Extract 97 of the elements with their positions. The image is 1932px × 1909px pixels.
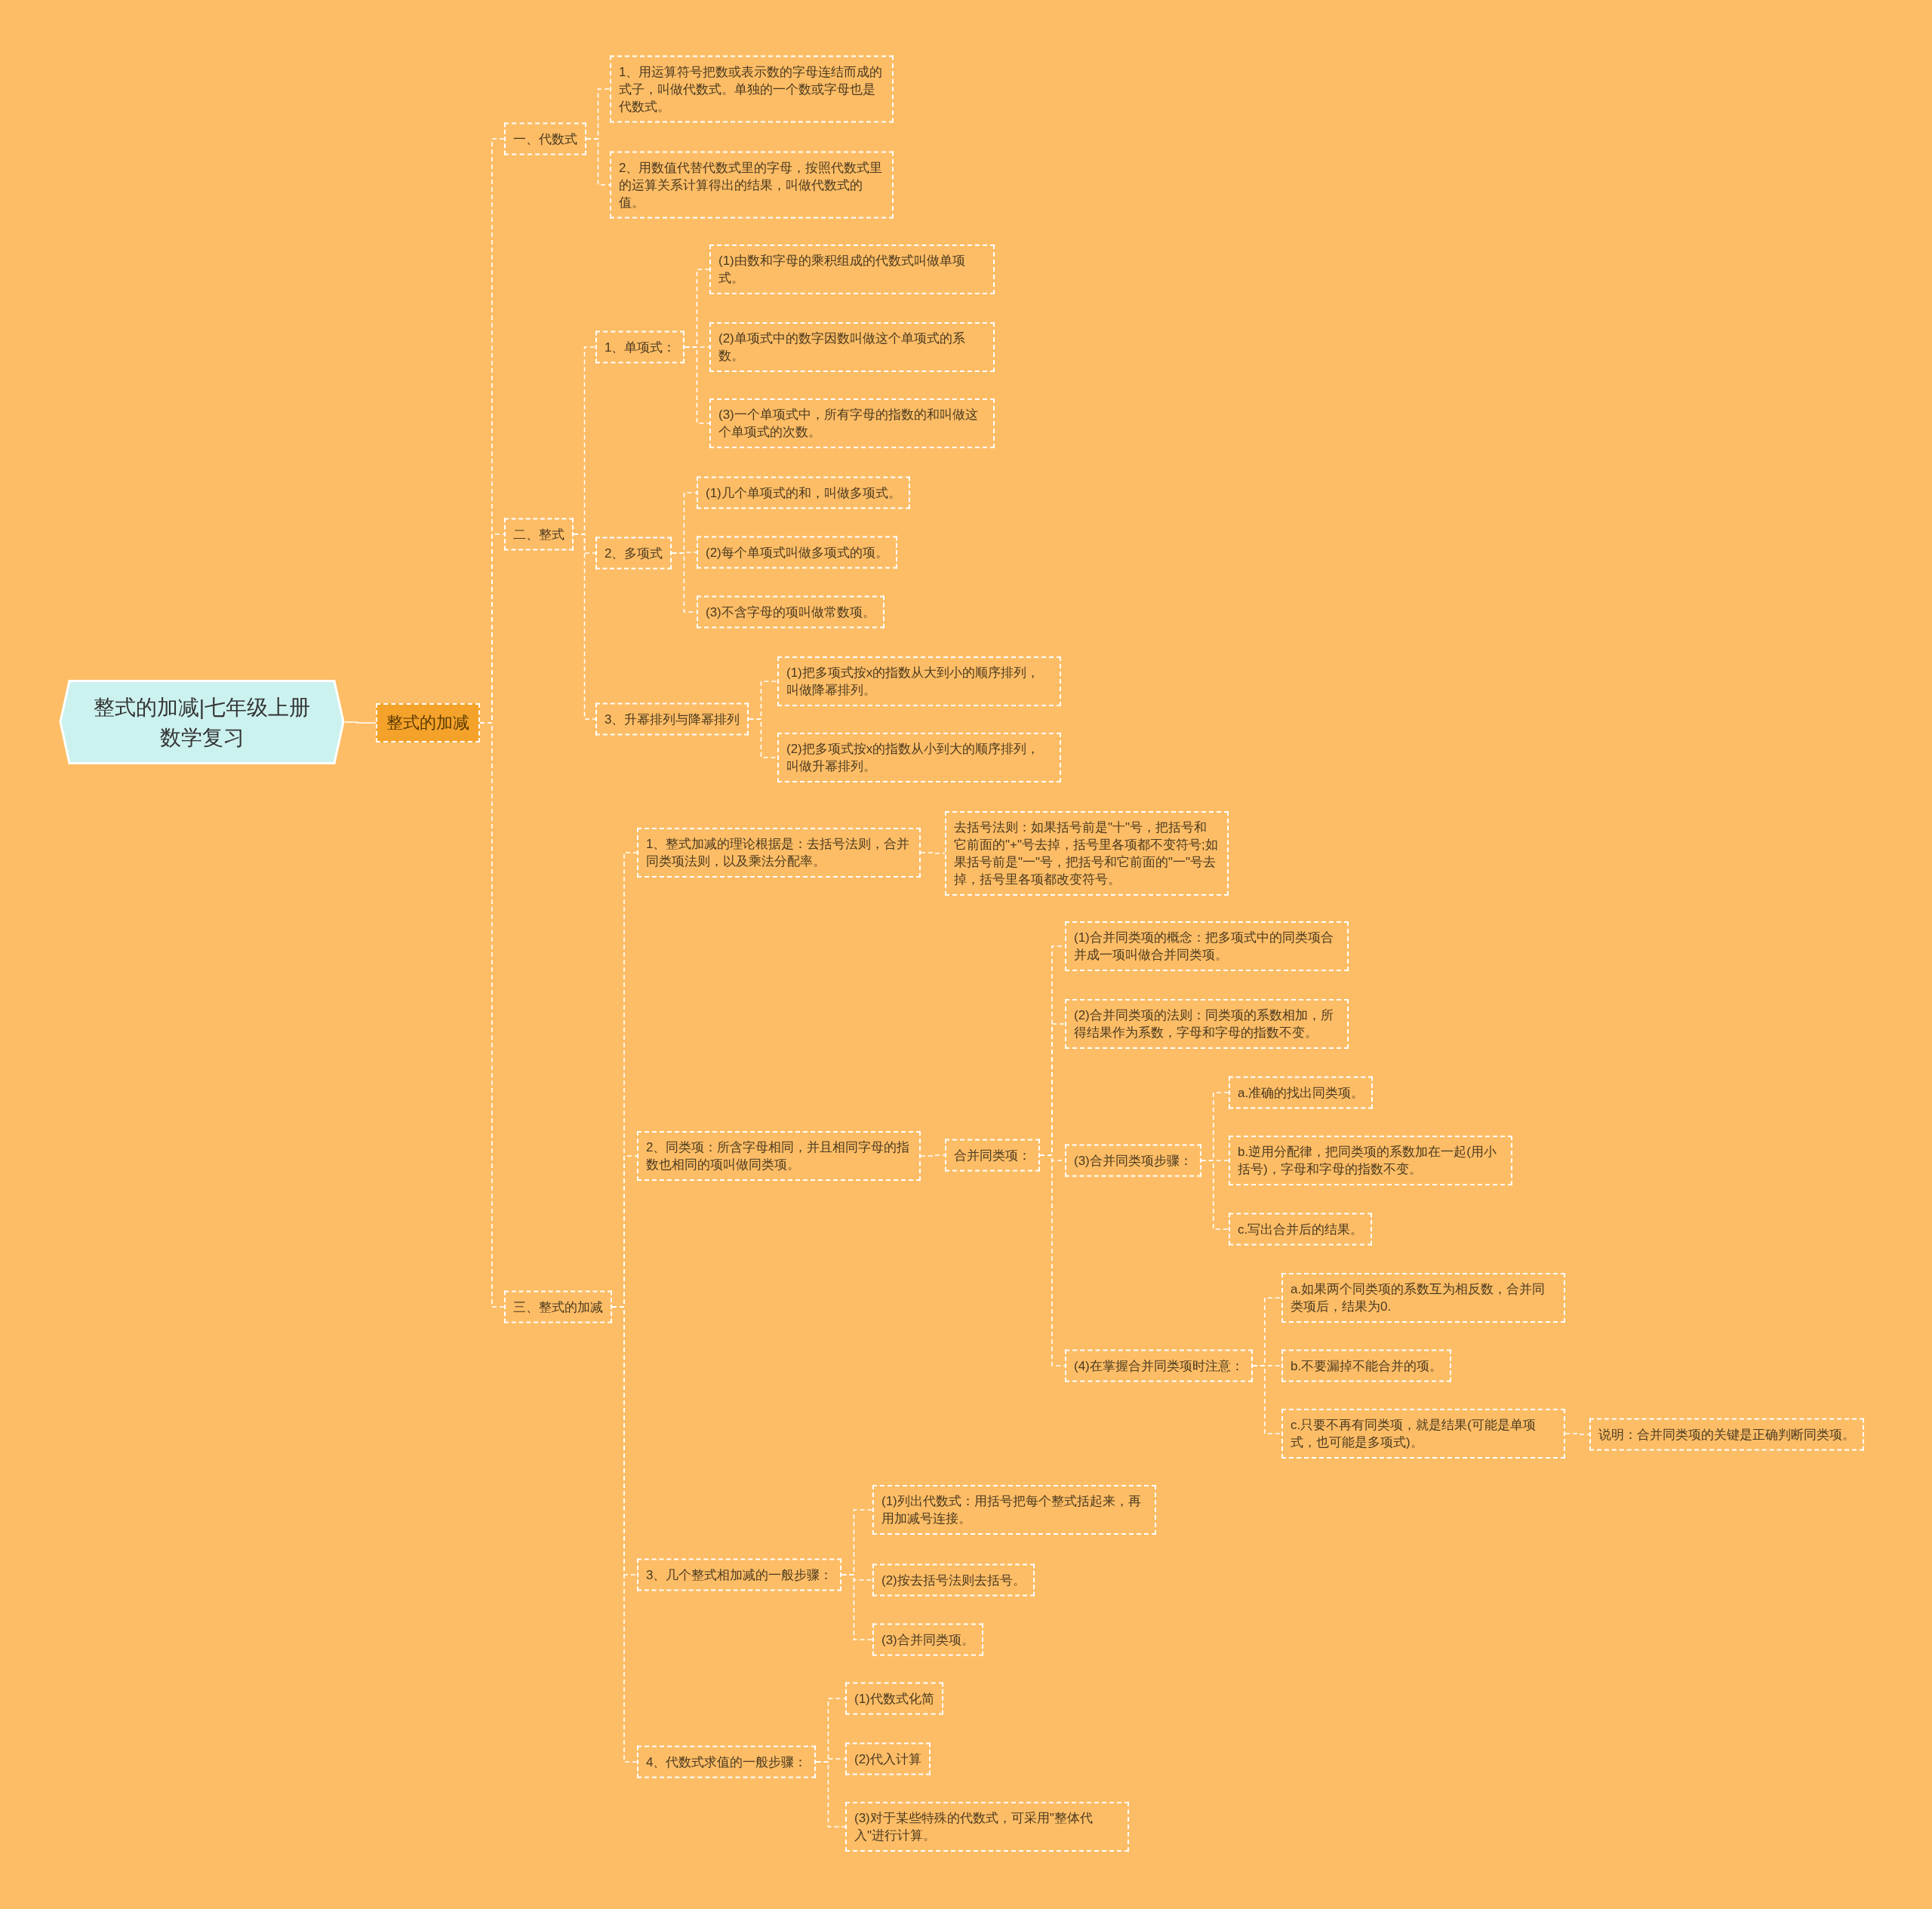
connector-line (920, 1154, 946, 1157)
topic-box (504, 122, 586, 155)
topic-box (1281, 1349, 1452, 1382)
node-text: 整式的加减 (386, 712, 469, 733)
node-text: (2)合并同类项的法则：同类项的系数相加，所得结果作为系数，字母和字母的指数不变。 (1074, 1007, 1334, 1041)
topic-box (637, 1745, 817, 1778)
connector-line (920, 852, 946, 854)
node-text: 3、几个整式相加减的一般步骤： (646, 1566, 833, 1584)
topic-box (1229, 1213, 1373, 1246)
node-text: 合并同类项： (954, 1147, 1031, 1164)
topic-box (945, 811, 1229, 896)
topic-box (595, 536, 672, 570)
connector-line (815, 1761, 846, 1828)
topic-box (595, 702, 749, 736)
node-text: 1、整式加减的理论根据是：去括号法则，合并同类项法则，以及乘法分配率。 (646, 836, 911, 870)
connector-line (1039, 1154, 1066, 1366)
topic-box (709, 398, 995, 448)
topic-box (610, 55, 894, 123)
topic-box (1065, 1144, 1201, 1177)
topic-box (610, 151, 894, 219)
topic-box (709, 322, 995, 372)
topic-box (1229, 1076, 1374, 1109)
connector-line (479, 722, 505, 1308)
node-text: (1)把多项式按x的指数从大到小的顺序排列，叫做降幂排列。 (786, 665, 1041, 699)
topic-box (504, 1290, 612, 1323)
topic-box (697, 476, 910, 509)
connector-line (1252, 1365, 1282, 1434)
connector-line (573, 533, 596, 720)
connector-line (1564, 1433, 1590, 1435)
connector-line (586, 138, 611, 186)
topic-box (845, 1802, 1129, 1852)
node-text: (3)对于某些特殊的代数式，可采用"整体代入"进行计算。 (854, 1810, 1094, 1844)
node-text: (3)合并同类项。 (881, 1631, 974, 1649)
node-text: 整式的加减|七年级上册数学复习 (92, 694, 312, 750)
node-text: (2)单项式中的数字因数叫做这个单项式的系数。 (718, 330, 966, 364)
connector-line (1201, 1160, 1229, 1230)
topic-box (845, 1682, 943, 1715)
topic-box (777, 733, 1061, 782)
main-topic-box (376, 703, 480, 742)
node-text: b.逆用分配律，把同类项的系数加在一起(用小括号)，字母和字母的指数不变。 (1238, 1144, 1497, 1178)
topic-box (1065, 1349, 1253, 1382)
topic-box (872, 1623, 983, 1656)
topic-box (1229, 1136, 1512, 1185)
topic-box (1281, 1409, 1565, 1459)
node-text: (3)不含字母的项叫做常数项。 (706, 604, 875, 621)
node-text: (2)把多项式按x的指数从小到大的顺序排列，叫做升幂排列。 (786, 741, 1041, 775)
node-text: c.写出合并后的结果。 (1238, 1221, 1364, 1238)
node-text: 说明：合并同类项的关键是正确判断同类项。 (1598, 1426, 1855, 1443)
node-text: 一、代数式 (513, 131, 577, 148)
node-text: 去括号法则：如果括号前是"十"号，把括号和它前面的"+"号去掉，括号里各项都不变符号;如果括号前是"一"号，把括号和它前面的"一"号去掉，括号里各项都改变符号。 (954, 819, 1219, 888)
topic-box (697, 595, 884, 629)
connector-line (684, 346, 710, 424)
topic-box (872, 1485, 1156, 1535)
node-text: (1)代数式化简 (854, 1690, 934, 1708)
topic-box (637, 1131, 921, 1181)
node-text: (1)列出代数式：用括号把每个整式括起来，再用加减号连接。 (881, 1493, 1142, 1527)
topic-box (709, 244, 995, 294)
node-text: (1)合并同类项的概念：把多项式中的同类项合并成一项叫做合并同类项。 (1074, 930, 1334, 964)
topic-box (504, 518, 574, 551)
node-text: a.如果两个同类项的系数互为相反数，合并同类项后，结果为0. (1291, 1281, 1546, 1315)
topic-box (777, 656, 1061, 706)
node-text: 4、代数式求值的一般步骤： (646, 1754, 808, 1771)
connector-line (841, 1574, 873, 1640)
node-text: 2、多项式 (605, 545, 663, 562)
topic-box (637, 828, 921, 878)
node-text: 2、同类项：所含字母相同，并且相同字母的指数也相同的项叫做同类项。 (646, 1139, 911, 1173)
node-text: (1)几个单项式的和，叫做多项式。 (706, 484, 901, 502)
connector-line (671, 552, 697, 613)
node-text: a.准确的找出同类项。 (1238, 1084, 1364, 1102)
node-text: (1)由数和字母的乘积组成的代数式叫做单项式。 (718, 253, 966, 287)
topic-box (1065, 999, 1349, 1049)
node-text: c.只要不再有同类项，就是结果(可能是单项式，也可能是多项式)。 (1291, 1417, 1537, 1451)
topic-box (1065, 921, 1349, 971)
topic-box (1589, 1418, 1864, 1451)
node-text: 1、用运算符号把数或表示数的字母连结而成的式子，叫做代数式。单独的一个数或字母也是代数式。 (619, 63, 884, 115)
topic-box (845, 1742, 931, 1775)
topic-box (595, 330, 685, 364)
node-text: 三、整式的加减 (513, 1299, 603, 1316)
node-text: (2)代入计算 (854, 1751, 921, 1768)
connector-line (611, 1306, 638, 1763)
connector-line (344, 721, 377, 724)
node-text: (4)在掌握合并同类项时注意： (1074, 1357, 1244, 1375)
node-text: 2、用数值代替代数式里的字母，按照代数式里的运算关系计算得出的结果，叫做代数式的值。 (619, 159, 884, 211)
node-text: 3、升幂排列与降幂排列 (605, 711, 740, 728)
node-text: (3)合并同类项步骤： (1074, 1152, 1192, 1170)
topic-box (637, 1558, 842, 1591)
root-topic-hexagon (59, 679, 345, 765)
node-text: 1、单项式： (605, 339, 676, 356)
topic-box (872, 1563, 1035, 1597)
node-text: (2)按去括号法则去括号。 (881, 1572, 1026, 1589)
topic-box (697, 536, 897, 569)
node-text: (3)一个单项式中，所有字母的指数的和叫做这个单项式的次数。 (718, 407, 979, 441)
topic-box (945, 1139, 1040, 1172)
node-text: b.不要漏掉不能合并的项。 (1291, 1357, 1443, 1375)
node-text: 二、整式 (513, 526, 565, 543)
node-text: (2)每个单项式叫做多项式的项。 (706, 544, 888, 561)
topic-box (1281, 1273, 1565, 1323)
